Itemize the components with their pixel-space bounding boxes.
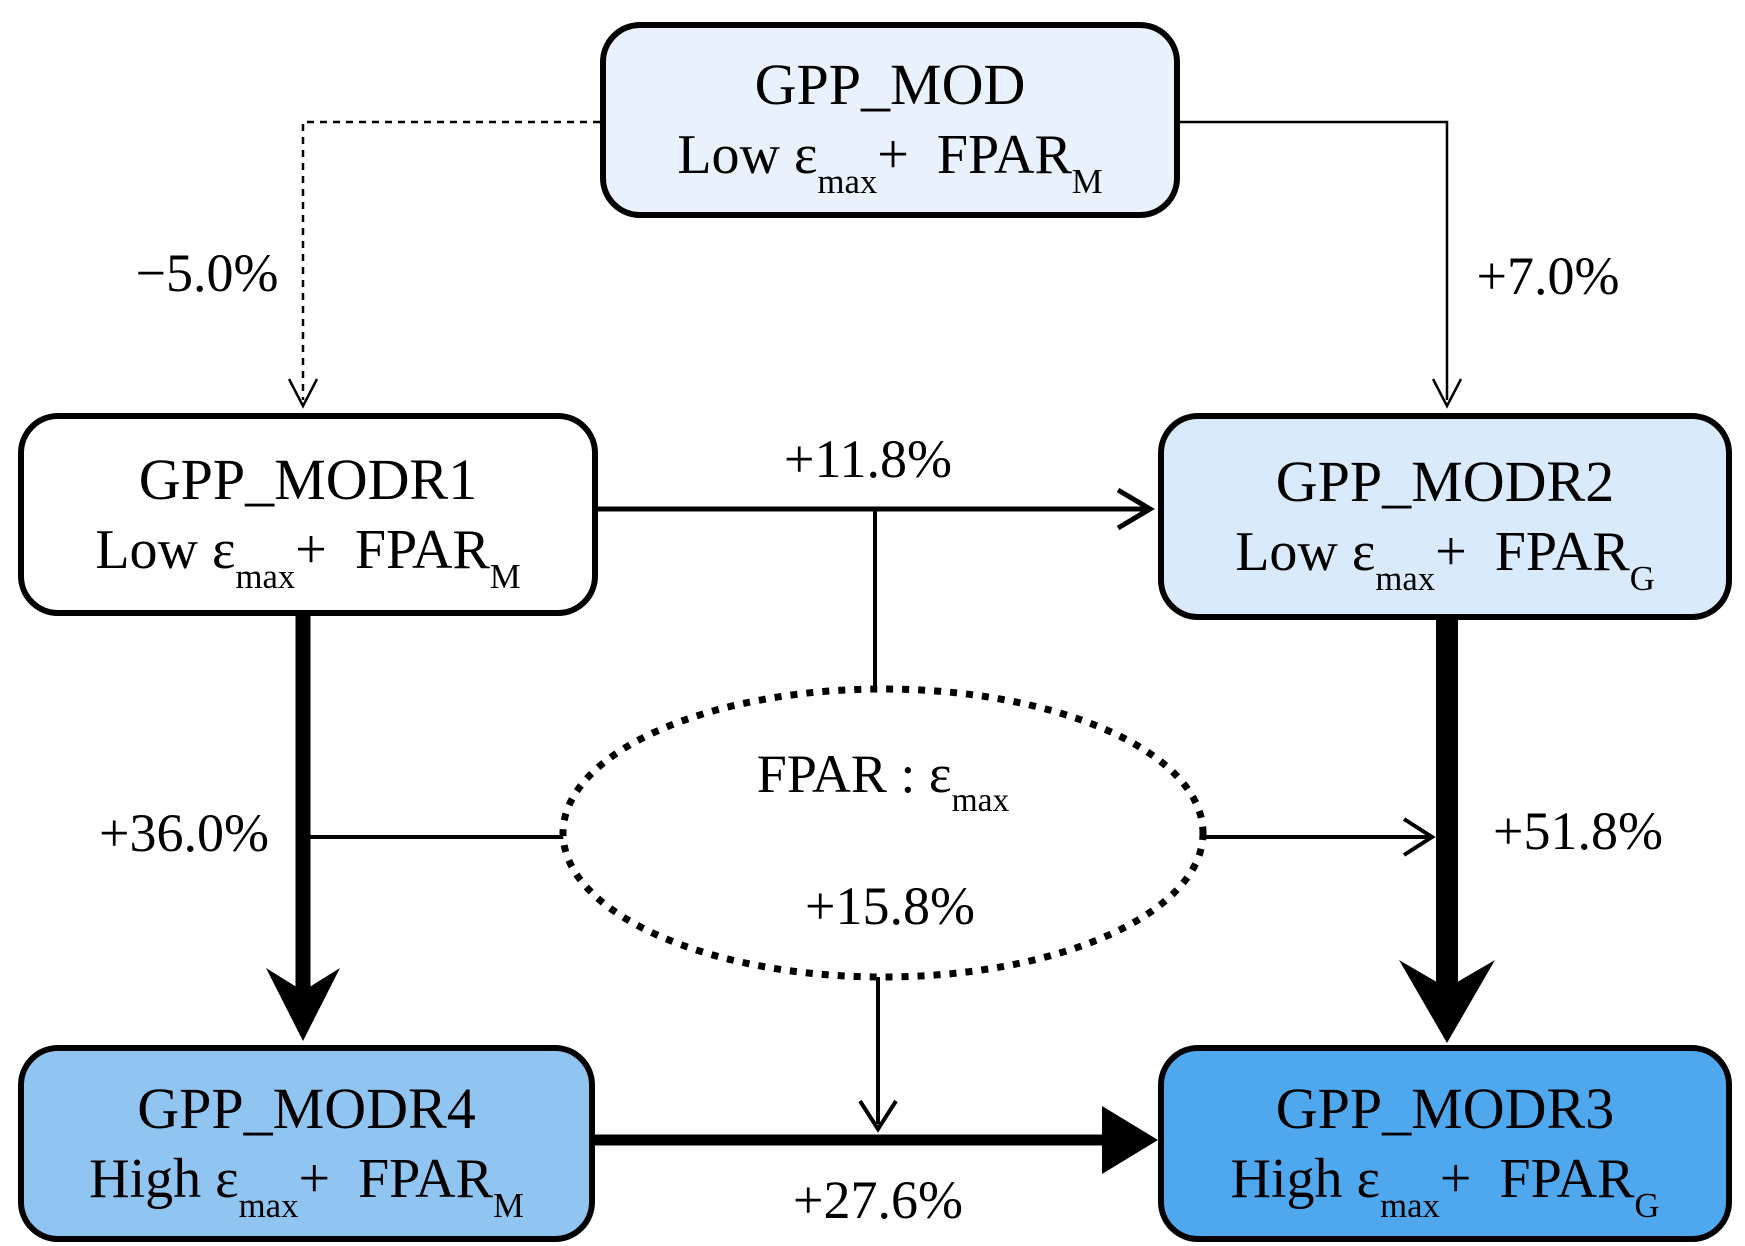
arrow-ellipse-bottom bbox=[858, 977, 898, 1133]
node-gpp-modr4: GPP_MODR4 High εmax+ FPARM bbox=[18, 1045, 595, 1242]
arrow-modr1-to-modr4 bbox=[266, 614, 340, 1041]
node-title: GPP_MODR3 bbox=[1275, 1075, 1615, 1141]
edge-label-modr1-to-modr4: +36.0% bbox=[99, 803, 269, 863]
arrow-modr1-to-modr2 bbox=[595, 487, 1155, 531]
ellipse-value: +15.8% bbox=[805, 876, 975, 936]
node-title: GPP_MODR4 bbox=[137, 1075, 476, 1141]
ellipse-title: FPAR : εmax bbox=[756, 744, 1010, 820]
node-formula: Low εmax+ FPARM bbox=[95, 518, 521, 596]
node-formula: Low εmax+ FPARG bbox=[1235, 520, 1655, 598]
edge-label-modr1-to-modr2: +11.8% bbox=[784, 429, 952, 489]
edge-label-mod-to-modr1: −5.0% bbox=[135, 243, 279, 303]
mediation-ellipse bbox=[559, 685, 1207, 981]
node-title: GPP_MODR2 bbox=[1275, 448, 1615, 514]
node-gpp-modr1: GPP_MODR1 Low εmax+ FPARM bbox=[18, 413, 598, 616]
edge-label-mod-to-modr2: +7.0% bbox=[1476, 246, 1620, 306]
node-gpp-mod: GPP_MOD Low εmax+ FPARM bbox=[600, 22, 1180, 218]
node-formula: High εmax+ FPARG bbox=[1230, 1147, 1660, 1225]
node-title: GPP_MOD bbox=[754, 52, 1026, 118]
edge-label-modr4-to-modr3: +27.6% bbox=[793, 1170, 963, 1230]
node-formula: Low εmax+ FPARM bbox=[677, 124, 1103, 202]
node-gpp-modr3: GPP_MODR3 High εmax+ FPARG bbox=[1158, 1045, 1732, 1242]
edge-label-modr2-to-modr3: +51.8% bbox=[1493, 801, 1663, 861]
arrow-ellipse-right bbox=[1204, 817, 1436, 857]
node-formula: High εmax+ FPARM bbox=[89, 1147, 524, 1225]
node-title: GPP_MODR1 bbox=[138, 446, 478, 512]
arrow-modr2-to-modr3 bbox=[1399, 617, 1495, 1043]
arrow-mod-to-modr2 bbox=[1180, 120, 1463, 409]
arrow-mod-to-modr1 bbox=[287, 120, 600, 409]
arrow-modr4-to-modr3 bbox=[595, 1106, 1158, 1174]
node-gpp-modr2: GPP_MODR2 Low εmax+ FPARG bbox=[1158, 413, 1732, 620]
